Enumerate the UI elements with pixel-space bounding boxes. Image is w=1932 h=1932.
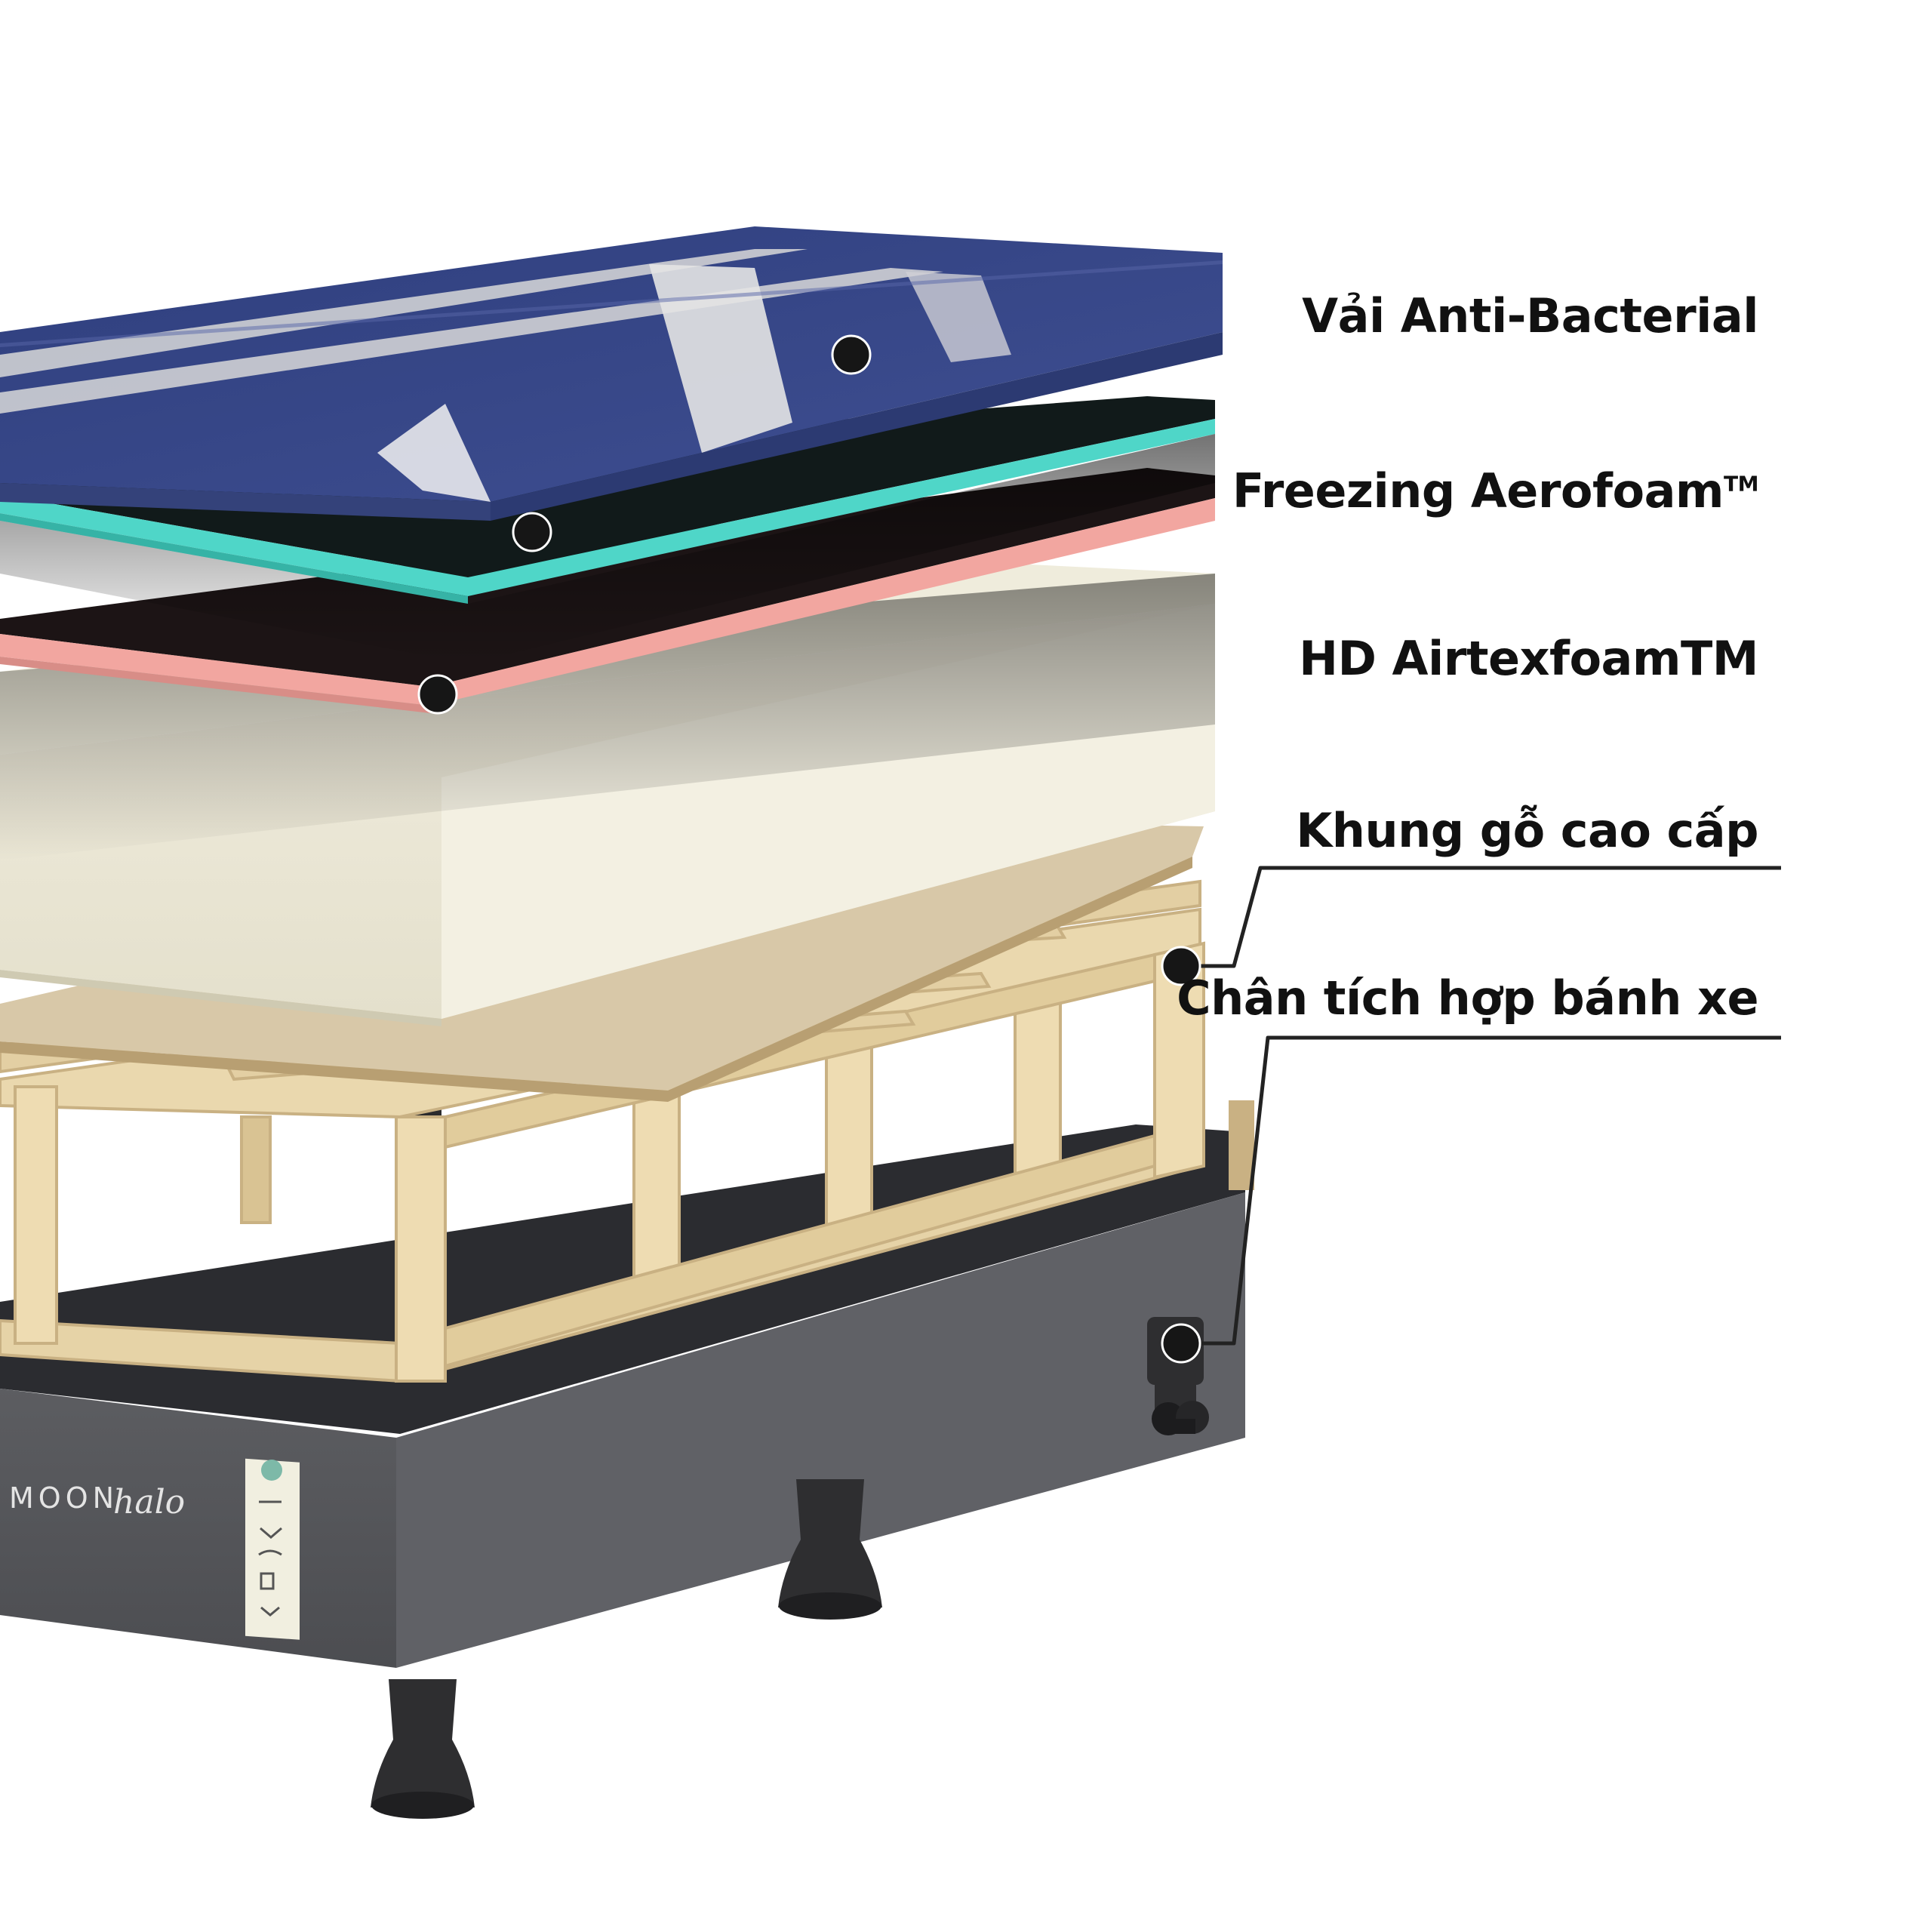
callout-dot-hd — [419, 675, 457, 713]
brand-name: MOON — [9, 1481, 118, 1515]
callout-line-legs — [1192, 1038, 1781, 1343]
label-freezing-aerofoam: Freezing AerofoamTM — [1232, 468, 1758, 515]
callout-dot-fabric — [832, 336, 870, 374]
callout-dot-legs — [1162, 1324, 1200, 1362]
label-freezing-text: Freezing Aerofoam — [1232, 463, 1724, 518]
label-caster-legs: Chân tích hợp bánh xe — [1177, 975, 1758, 1022]
label-freezing-trademark: TM — [1724, 471, 1758, 496]
label-legs-text: Chân tích hợp bánh xe — [1177, 971, 1758, 1026]
label-hd-text: HD AirtexfoamTM — [1299, 631, 1758, 686]
brand-script: halo — [113, 1483, 185, 1521]
callout-line-frame — [1192, 868, 1781, 966]
base-front-face — [0, 1389, 396, 1668]
label-fabric: Vải Anti-Bacterial — [1302, 293, 1758, 340]
callout-dot-freezing — [513, 513, 551, 551]
base-tag-logo-icon — [261, 1460, 282, 1481]
label-fabric-text: Vải Anti-Bacterial — [1302, 288, 1758, 343]
label-frame-text: Khung gỗ cao cấp — [1296, 803, 1758, 858]
label-hd-airtexfoam: HD AirtexfoamTM — [1299, 635, 1758, 682]
label-wood-frame: Khung gỗ cao cấp — [1296, 808, 1758, 854]
